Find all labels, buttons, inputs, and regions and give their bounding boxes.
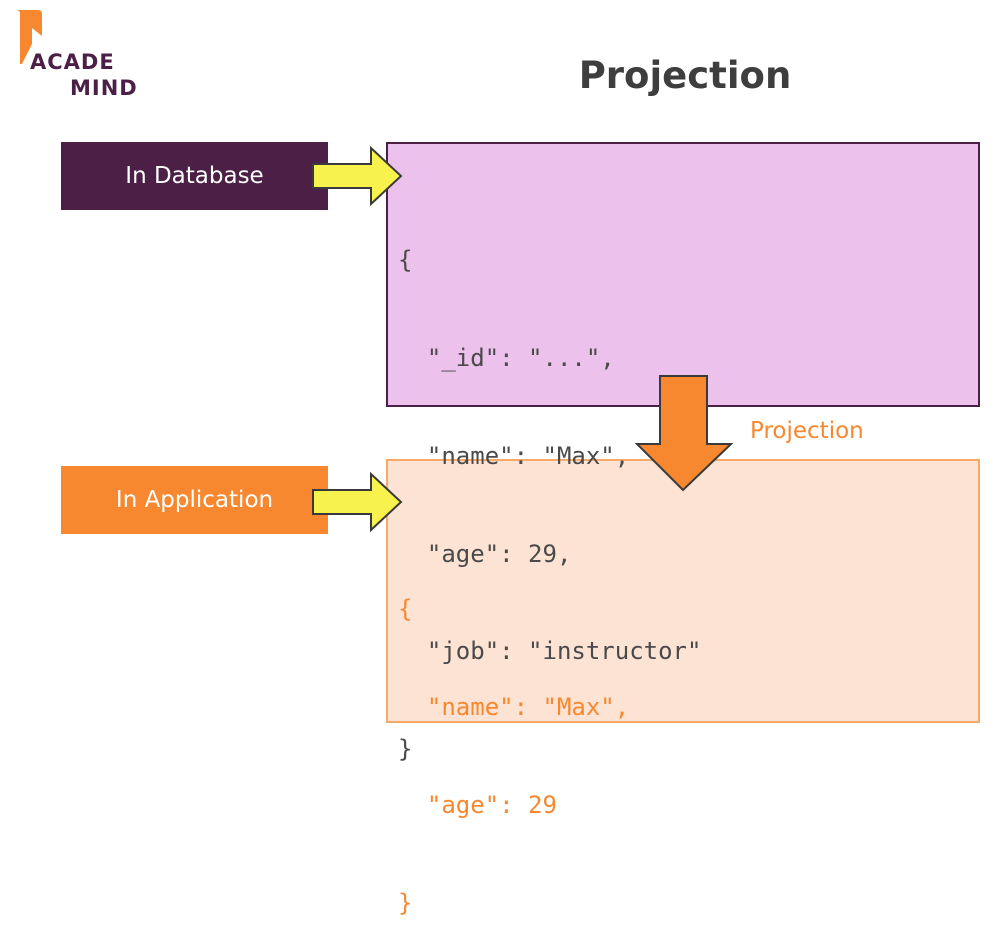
application-pointer-arrow-icon <box>312 472 403 532</box>
code-line: } <box>398 888 413 917</box>
logo-text-line1: ACADE <box>30 50 115 74</box>
logo-text-line2: MIND <box>70 76 138 100</box>
code-line: { <box>398 595 413 624</box>
page-title: Projection <box>578 54 792 97</box>
code-line: "job": "instructor" <box>398 637 702 666</box>
code-line: "age": 29, <box>398 539 572 568</box>
projection-arrow-label: Projection <box>750 418 864 444</box>
in-database-label: In Database <box>61 142 328 210</box>
in-application-label: In Application <box>61 466 328 534</box>
code-line: "name": "Max", <box>398 692 630 721</box>
database-document-code: { "_id": "...", "name": "Max", "age": 29… <box>398 179 701 798</box>
database-pointer-arrow-icon <box>312 146 403 206</box>
code-line: "name": "Max", <box>398 441 630 470</box>
code-line: "age": 29 <box>398 790 557 819</box>
projection-down-arrow-icon <box>635 375 733 492</box>
logo-flag-icon <box>16 10 42 64</box>
code-line: "_id": "...", <box>398 343 615 372</box>
in-application-label-text: In Application <box>115 487 274 513</box>
in-database-label-text: In Database <box>125 163 264 189</box>
application-document-box <box>386 459 980 723</box>
application-document-code: { "name": "Max", "age": 29 } <box>398 528 629 952</box>
code-line: { <box>398 246 413 275</box>
academind-logo: ACADE MIND <box>8 8 148 99</box>
